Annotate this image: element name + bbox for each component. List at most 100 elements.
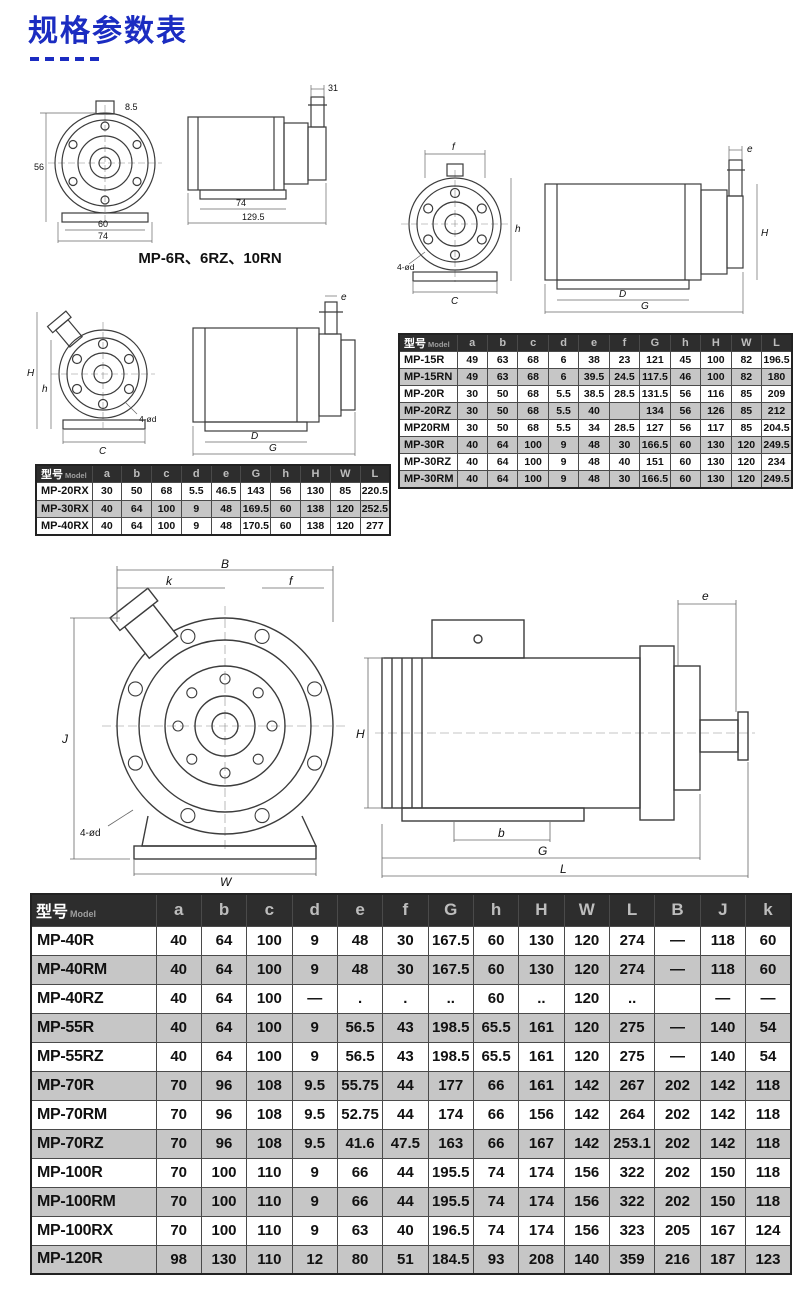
drawing-small-pump: 60 74 56 8.5 31 74 129.5: [34, 83, 338, 243]
dimension-labels: H h C: [27, 368, 107, 457]
value-cell: 196.5: [761, 351, 793, 369]
value-cell: 40: [456, 453, 488, 471]
value-cell: 44: [382, 1157, 429, 1188]
centerlines: [401, 170, 509, 282]
value-cell: 40: [608, 453, 641, 471]
value-cell: 198.5: [427, 1041, 474, 1072]
value-cell: 43: [382, 1041, 429, 1072]
value-cell: 166.5: [639, 470, 671, 488]
value-cell: 138: [300, 517, 331, 536]
value-cell: 96: [200, 1128, 248, 1159]
dim-label-H: H: [761, 228, 769, 239]
value-cell: 40: [456, 436, 488, 454]
value-cell: 56: [669, 419, 702, 437]
value-cell: —: [699, 983, 746, 1014]
value-cell: 80: [336, 1244, 384, 1275]
dimension-labels: e H D G: [619, 144, 769, 312]
value-cell: 64: [486, 453, 519, 471]
value-cell: 116: [700, 385, 732, 403]
value-cell: 9: [547, 436, 580, 454]
value-cell: 138: [300, 499, 331, 518]
value-cell: 54: [744, 1041, 792, 1072]
value-cell: 30: [382, 925, 429, 956]
model-cell: MP-30RZ: [398, 453, 458, 471]
value-cell: 198.5: [427, 1012, 474, 1043]
value-cell: 202: [654, 1186, 701, 1217]
value-cell: 120: [563, 1041, 610, 1072]
value-cell: 44: [382, 1186, 429, 1217]
value-cell: 98: [155, 1244, 202, 1275]
column-header-h: h: [270, 464, 302, 483]
drawing-rx-pump: H h C 4-ød e D G: [27, 292, 356, 457]
bolt-callout: 4-ød: [397, 262, 415, 272]
model-cell: MP-40RX: [35, 517, 93, 536]
value-cell: 48: [336, 925, 384, 956]
value-cell: 196.5: [427, 1215, 474, 1246]
column-header-G: G: [240, 464, 272, 483]
dimension-lines: [40, 112, 153, 243]
value-cell: 100: [246, 925, 293, 956]
value-cell: 28.5: [608, 385, 641, 403]
value-cell: 108: [246, 1070, 293, 1101]
value-cell: 6: [547, 368, 580, 386]
front-view: [408, 163, 502, 282]
dimension-labels: e D G: [251, 292, 347, 454]
value-cell: 131.5: [639, 385, 671, 403]
dim-base-width: 74: [236, 198, 246, 208]
value-cell: 40: [155, 925, 202, 956]
dim-label-C: C: [451, 296, 459, 307]
value-cell: 120: [563, 925, 610, 956]
bolt-callout: 4-ød: [80, 828, 101, 839]
value-cell: 123: [744, 1244, 792, 1275]
value-cell: 120: [730, 470, 763, 488]
value-cell: 252.5: [359, 499, 391, 518]
value-cell: 202: [654, 1070, 701, 1101]
value-cell: 170.5: [240, 517, 272, 536]
column-header-f: f: [382, 893, 429, 927]
value-cell: 50: [486, 385, 519, 403]
column-header-c: c: [151, 464, 182, 483]
value-cell: 130: [518, 925, 565, 956]
column-header-H: H: [700, 333, 732, 352]
column-header-e: e: [578, 333, 610, 352]
model-cell: MP-15R: [398, 351, 458, 369]
column-header-h: h: [669, 333, 702, 352]
value-cell: 120: [730, 436, 763, 454]
dimension-lines: [187, 85, 327, 225]
value-cell: —: [654, 925, 701, 956]
value-cell: 277: [359, 517, 391, 536]
value-cell: 142: [699, 1128, 746, 1159]
value-cell: 60: [669, 470, 702, 488]
value-cell: 65.5: [472, 1041, 520, 1072]
dim-bolt-span: 60: [98, 219, 108, 229]
value-cell: 150: [699, 1157, 746, 1188]
value-cell: 68: [517, 351, 549, 369]
dim-overall-length: 129.5: [242, 212, 265, 222]
value-cell: 56: [669, 402, 702, 420]
value-cell: 100: [246, 1041, 293, 1072]
value-cell: 24.5: [608, 368, 641, 386]
value-cell: 234: [761, 453, 793, 471]
value-cell: 40: [91, 517, 123, 536]
value-cell: 30: [456, 402, 488, 420]
value-cell: 204.5: [761, 419, 793, 437]
value-cell: 39.5: [578, 368, 610, 386]
value-cell: 70: [155, 1186, 202, 1217]
value-cell: 48: [336, 954, 384, 985]
value-cell: 50: [486, 419, 519, 437]
value-cell: 120: [563, 954, 610, 985]
column-header-e: e: [336, 893, 384, 927]
value-cell: 5.5: [547, 385, 580, 403]
value-cell: 274: [608, 925, 656, 956]
value-cell: 100: [246, 983, 293, 1014]
model-cell: MP-30RX: [35, 499, 93, 518]
model-cell: MP-120R: [30, 1244, 157, 1275]
